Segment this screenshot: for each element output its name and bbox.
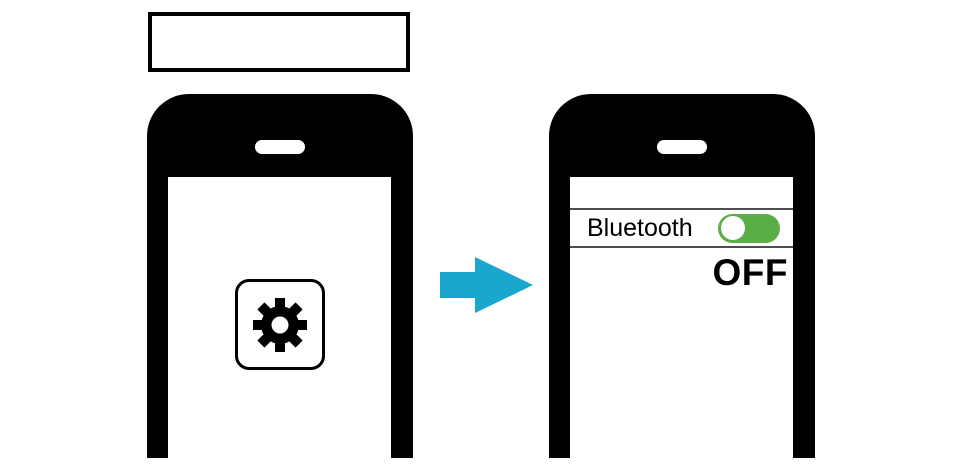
phone-after: Bluetooth OFF [549, 94, 815, 458]
transition-arrow-icon [440, 257, 533, 313]
gear-icon [252, 297, 307, 352]
phone-after-screen: Bluetooth OFF [570, 177, 793, 458]
speaker-slot-icon [255, 140, 305, 154]
toggle-knob-icon [721, 216, 745, 240]
phone-before-screen [168, 177, 391, 458]
speaker-slot-icon [657, 140, 707, 154]
status-bar-strip [570, 177, 793, 210]
phone-before [147, 94, 413, 458]
arrow-right-shape [440, 257, 533, 313]
bluetooth-row: Bluetooth [570, 210, 793, 248]
settings-app-icon[interactable] [234, 279, 325, 370]
bluetooth-state-text: OFF [712, 252, 788, 293]
bluetooth-toggle[interactable] [718, 213, 780, 243]
bluetooth-label: Bluetooth [587, 213, 693, 242]
caption-box [148, 12, 410, 72]
